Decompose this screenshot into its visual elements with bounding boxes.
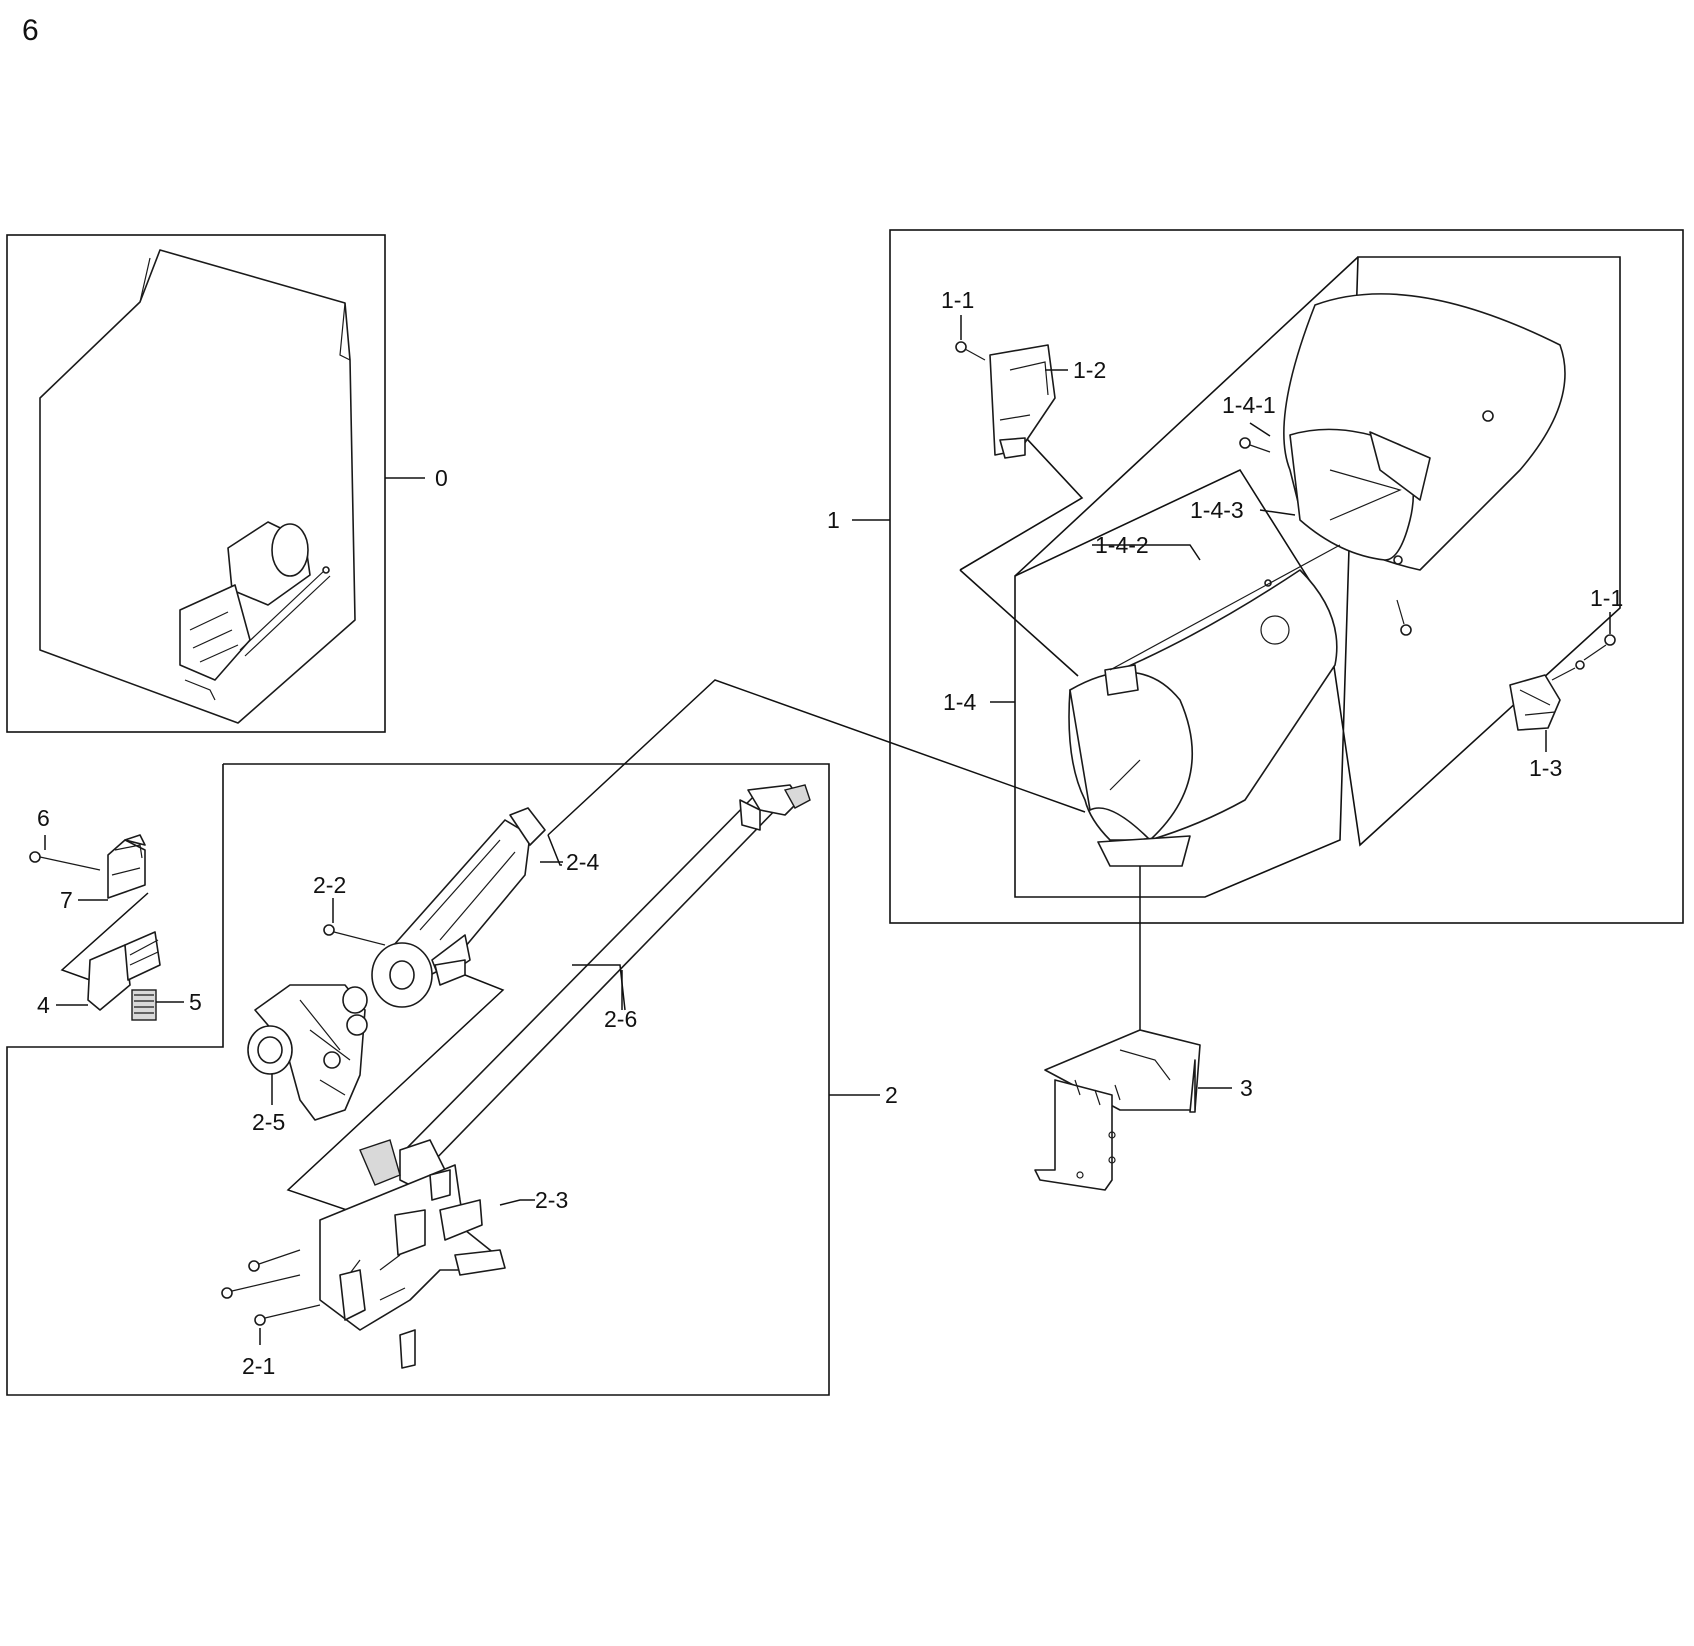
sub-frame-edge <box>1014 256 1359 577</box>
burner-2-4 <box>371 807 546 1008</box>
screw-1-4-bottom <box>1396 599 1412 636</box>
label-1-1-right: 1-1 <box>1590 585 1623 611</box>
label-4: 4 <box>37 992 50 1018</box>
mounting-bracket-3 <box>1034 1029 1201 1191</box>
label-1-2: 1-2 <box>1073 357 1106 383</box>
bracket-1-2 <box>989 344 1056 459</box>
screw-2-2 <box>323 924 386 946</box>
label-1-4-2: 1-4-2 <box>1095 532 1149 558</box>
screws-2-1 <box>221 1249 321 1326</box>
label-2-3: 2-3 <box>535 1187 568 1213</box>
screw-1-4-1 <box>1239 437 1271 453</box>
screw-1-1-right <box>1583 634 1616 661</box>
gas-valve-2-5 <box>247 984 368 1121</box>
label-0: 0 <box>435 465 448 491</box>
label-1-4-1: 1-4-1 <box>1222 392 1276 418</box>
group-frame-1 <box>889 229 1684 924</box>
label-2-6: 2-6 <box>604 1006 637 1032</box>
label-2: 2 <box>885 1082 898 1108</box>
combustion-chamber <box>1068 544 1341 867</box>
screw-6 <box>29 851 101 871</box>
label-1-3: 1-3 <box>1529 755 1562 781</box>
label-5: 5 <box>189 989 202 1015</box>
filter-5 <box>131 989 157 1021</box>
page-number: 6 <box>22 14 39 47</box>
sub-frame-4-7 <box>60 892 149 981</box>
burner-bracket-2-3 <box>319 1164 506 1369</box>
group-frame-2 <box>6 763 830 1396</box>
group-frame-0 <box>6 234 386 733</box>
dryer-cabinet-assembly <box>39 249 356 724</box>
sub-frame-1-4 <box>1014 256 1621 898</box>
screw-1-1-top <box>955 341 986 361</box>
label-1-4: 1-4 <box>943 689 976 715</box>
label-2-4: 2-4 <box>566 849 599 875</box>
sub-frame-join <box>959 569 1079 677</box>
label-2-5: 2-5 <box>252 1109 285 1135</box>
igniter-4 <box>87 931 161 1011</box>
flame-sensor-1-3 <box>1509 660 1585 731</box>
label-6: 6 <box>37 805 50 831</box>
label-1: 1 <box>827 507 840 533</box>
bracket-7 <box>107 834 146 899</box>
leader-2-4-to-chamber <box>547 679 1086 836</box>
burner-tube-rear <box>1283 293 1566 571</box>
label-2-2: 2-2 <box>313 872 346 898</box>
label-1-1-top: 1-1 <box>941 287 974 313</box>
label-3: 3 <box>1240 1075 1253 1101</box>
label-1-4-3: 1-4-3 <box>1190 497 1244 523</box>
label-7: 7 <box>60 887 73 913</box>
label-2-1: 2-1 <box>242 1353 275 1379</box>
